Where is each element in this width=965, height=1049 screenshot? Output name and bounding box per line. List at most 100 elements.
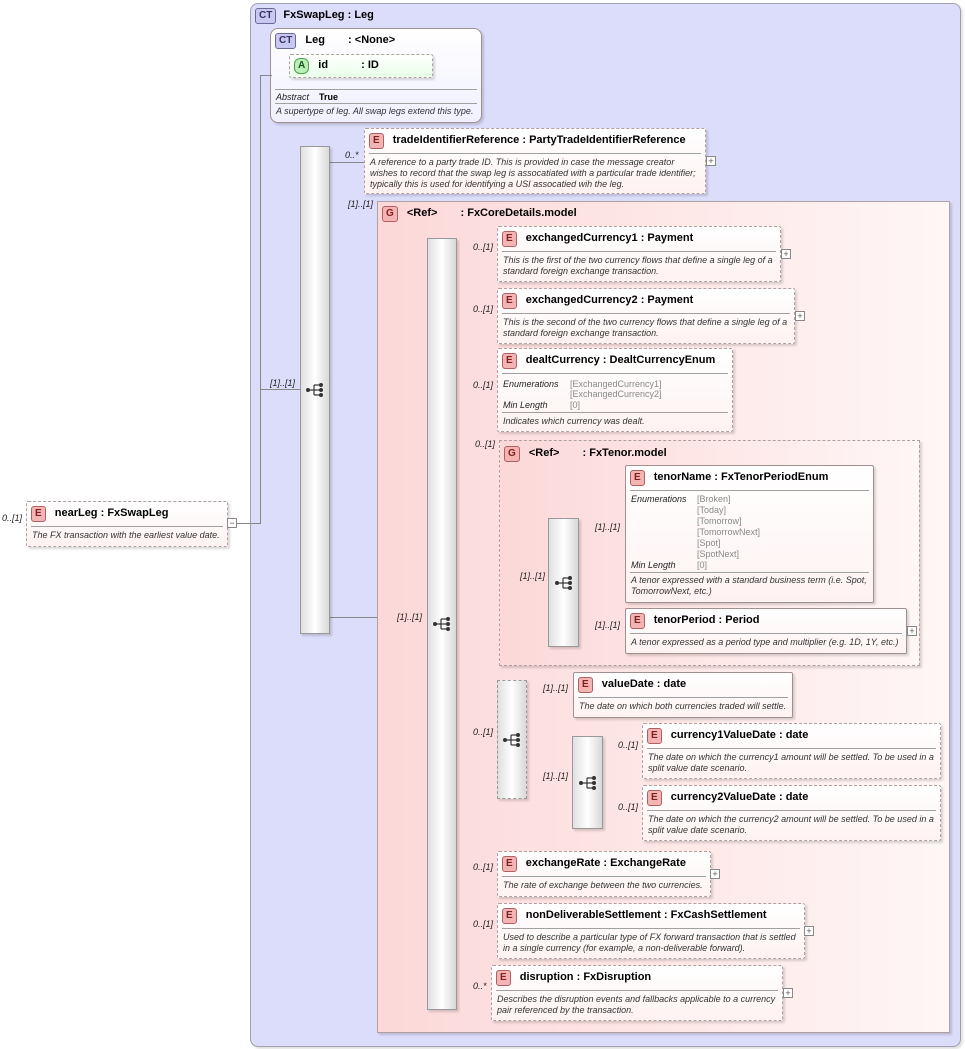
element-badge: E <box>630 613 645 629</box>
tenor-name-cardinality: [1]..[1] <box>595 522 621 532</box>
element-exchangerate[interactable]: E exchangeRate : ExchangeRate The rate o… <box>497 851 711 897</box>
element-sep: : <box>100 507 105 519</box>
element-exchangedcurrency1[interactable]: E exchangedCurrency1 : Payment This is t… <box>497 226 781 282</box>
element-name: exchangedCurrency2 <box>525 294 638 306</box>
sequence-compositor[interactable] <box>427 238 457 1010</box>
tenor-seq-cardinality: [1]..[1] <box>520 571 546 581</box>
element-name: nearLeg <box>54 507 98 519</box>
minlen-value: [0] <box>697 560 708 570</box>
group-badge: G <box>382 206 398 222</box>
element-disruption[interactable]: E disruption : FxDisruption Describes th… <box>491 965 783 1021</box>
expand-icon[interactable]: + <box>783 988 793 998</box>
element-nondeliverablesettlement[interactable]: E nonDeliverableSettlement : FxCashSettl… <box>497 903 805 959</box>
sequence-compositor[interactable] <box>548 518 579 647</box>
element-badge: E <box>502 231 517 247</box>
element-sep: : <box>718 614 723 626</box>
expand-icon[interactable]: + <box>781 249 791 259</box>
enum-label: Enumerations <box>503 379 559 389</box>
expand-icon[interactable]: + <box>804 926 814 936</box>
element-type: Payment <box>647 294 694 306</box>
attribute-id[interactable]: A id : ID <box>289 54 433 78</box>
sequence-icon <box>578 775 597 790</box>
tenor-period-cardinality: [1]..[1] <box>595 620 621 630</box>
element-badge: E <box>502 856 517 872</box>
expand-icon[interactable]: + <box>795 311 805 321</box>
attr-name: id <box>318 59 329 71</box>
minlen-label: Min Length <box>503 400 548 410</box>
element-badge: E <box>647 728 662 744</box>
element-exchangedcurrency2[interactable]: E exchangedCurrency2 : Payment This is t… <box>497 288 795 344</box>
enum-value: [Broken] <box>697 494 731 504</box>
element-sep: : <box>602 354 607 366</box>
element-name: currency1ValueDate <box>670 729 776 741</box>
element-doc: The date on which both currencies traded… <box>579 701 787 711</box>
element-sep: : <box>603 857 608 869</box>
group-ref: <Ref> <box>406 207 438 219</box>
element-doc: A tenor expressed with a standard busine… <box>631 575 867 596</box>
c1-cardinality: 0..[1] <box>618 740 639 750</box>
element-type: Payment <box>647 232 694 244</box>
expand-icon[interactable]: + <box>710 869 720 879</box>
expand-icon[interactable]: + <box>907 626 917 636</box>
attr-badge: A <box>294 58 310 74</box>
enum-value: [Spot] <box>697 538 721 548</box>
element-doc: A tenor expressed as a period type and m… <box>631 637 899 647</box>
group-sep: : <box>460 207 465 219</box>
rate-cardinality: 0..[1] <box>473 862 494 872</box>
element-doc: This is the second of the two currency f… <box>503 317 788 338</box>
dealt-cardinality: 0..[1] <box>473 380 494 390</box>
group-sep: : <box>582 447 587 459</box>
element-sep: : <box>714 471 718 483</box>
element-type: date <box>785 729 809 741</box>
date-seq-cardinality: 0..[1] <box>473 727 494 737</box>
element-doc: Used to describe a particular type of FX… <box>503 932 796 953</box>
enum-value: [SpotNext] <box>697 549 740 559</box>
element-doc: The date on which the currency1 amount w… <box>648 752 934 773</box>
element-type: FxCashSettlement <box>670 909 767 921</box>
element-type: FxDisruption <box>583 971 652 983</box>
expand-icon[interactable]: + <box>706 156 716 166</box>
element-badge: E <box>502 353 517 369</box>
ct-sep: : <box>347 9 352 21</box>
group-name: FxTenor.model <box>589 447 667 459</box>
element-badge: E <box>31 506 46 522</box>
element-name: tenorPeriod <box>653 614 716 626</box>
sequence-compositor[interactable] <box>300 146 330 634</box>
element-currency1valuedate[interactable]: E currency1ValueDate : date The date on … <box>642 723 941 779</box>
collapse-icon[interactable]: − <box>227 518 237 528</box>
root-cardinality: 0..[1] <box>2 513 23 523</box>
element-name: currency2ValueDate <box>670 791 776 803</box>
enum-value: [Tomorrow] <box>697 516 742 526</box>
element-type: FxTenorPeriodEnum <box>721 471 829 483</box>
element-name: dealtCurrency <box>525 354 600 366</box>
c2-cardinality: 0..[1] <box>618 802 639 812</box>
group-badge: G <box>504 446 520 462</box>
element-badge: E <box>502 293 517 309</box>
abstract-label: Abstract <box>276 92 310 102</box>
core-group-cardinality: [1]..[1] <box>348 199 374 209</box>
element-name: tradeIdentifierReference <box>392 134 520 146</box>
tenor-group-cardinality: 0..[1] <box>475 439 496 449</box>
element-dealtcurrency[interactable]: E dealtCurrency : DealtCurrencyEnum Enum… <box>497 348 733 432</box>
element-tenorname[interactable]: E tenorName : FxTenorPeriodEnum Enumerat… <box>625 465 874 603</box>
base-type-leg: CT Leg : <None> A id : ID Abstract True … <box>270 28 482 123</box>
element-type: FxSwapLeg <box>107 507 169 519</box>
complex-type-header: CT FxSwapLeg : Leg <box>255 8 374 24</box>
element-doc: The rate of exchange between the two cur… <box>503 880 703 890</box>
element-badge: E <box>630 470 645 486</box>
element-name: disruption <box>519 971 574 983</box>
sequence-compositor[interactable] <box>572 736 603 829</box>
element-tenorperiod[interactable]: E tenorPeriod : Period A tenor expressed… <box>625 608 907 654</box>
element-sep: : <box>663 909 668 921</box>
element-type: PartyTradeIdentifierReference <box>529 134 686 146</box>
element-sep: : <box>640 232 645 244</box>
sequence-compositor[interactable] <box>497 680 527 799</box>
element-tradeidentifierreference[interactable]: E tradeIdentifierReference : PartyTradeI… <box>364 128 706 194</box>
element-currency2valuedate[interactable]: E currency2ValueDate : date The date on … <box>642 785 941 841</box>
element-type: date <box>785 791 809 803</box>
nds-cardinality: 0..[1] <box>473 919 494 929</box>
sequence-icon <box>433 617 451 631</box>
element-nearleg[interactable]: E nearLeg : FxSwapLeg The FX transaction… <box>26 501 228 547</box>
split-seq-cardinality: [1]..[1] <box>543 771 569 781</box>
element-valuedate[interactable]: E valueDate : date The date on which bot… <box>573 672 793 718</box>
